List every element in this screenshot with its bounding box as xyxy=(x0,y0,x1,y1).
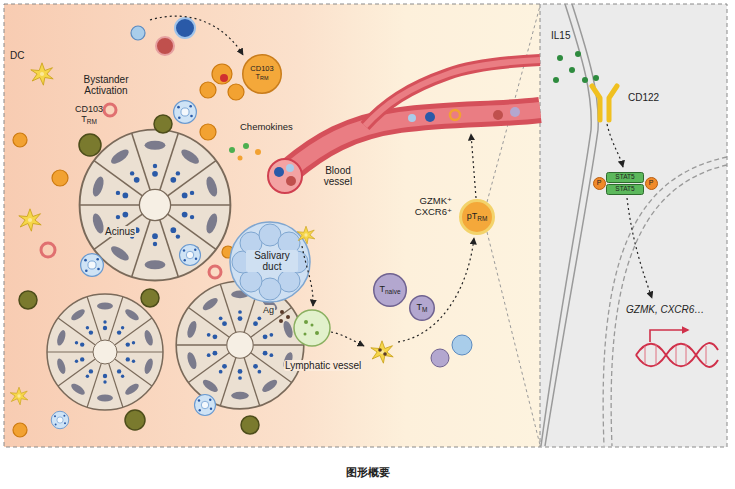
node-outline xyxy=(410,296,435,321)
node-text: pTRM xyxy=(467,212,488,222)
cell-label: DC xyxy=(10,50,24,61)
receptor-label: CD122 xyxy=(628,92,659,103)
node-text: P xyxy=(649,179,654,187)
node-outline xyxy=(593,177,605,189)
cytokine-label: IL15 xyxy=(551,30,570,41)
node-outline xyxy=(461,201,494,234)
node-text: Tnaive xyxy=(380,285,401,295)
structure-label: Lymphatic vessel xyxy=(284,360,362,371)
gene-label: GZMK, CXCR6… xyxy=(626,304,704,315)
node-outline xyxy=(243,55,282,94)
subscript: M xyxy=(422,306,427,313)
process-label: Bystander Activation xyxy=(75,74,137,96)
subscript: RM xyxy=(477,215,487,222)
node-text: STAT5 xyxy=(615,173,634,180)
ptrm-cell: pTRM xyxy=(459,199,495,235)
subscript: RM xyxy=(260,76,268,82)
stat5-box: STAT5 xyxy=(606,172,644,183)
structure-label: Blood vessel xyxy=(318,165,358,187)
node-text: TM xyxy=(417,303,428,313)
structure-label: Acinus xyxy=(104,226,136,237)
memory-t-cell: TM xyxy=(409,295,435,321)
node-outline xyxy=(374,274,407,307)
node-text: STAT5 xyxy=(615,185,634,192)
marker-label: GZMK⁺ CXCR6⁺ xyxy=(398,196,452,217)
cell-circle xyxy=(242,54,282,94)
signal-label: Chemokines xyxy=(240,122,293,133)
phospho-mark: P xyxy=(593,177,606,190)
node-text: CD103 TRM xyxy=(247,65,277,83)
node-text: P xyxy=(597,179,602,187)
cell-label: CD103 TRM xyxy=(70,104,108,125)
antigen-label: Ag xyxy=(262,305,275,315)
node-outline xyxy=(607,184,644,194)
phospho-mark: P xyxy=(645,177,658,190)
node-outline xyxy=(607,172,644,182)
subscript: naive xyxy=(385,288,400,295)
figure-caption: 图形概要 xyxy=(0,466,735,478)
stat5-box: STAT5 xyxy=(606,184,644,195)
structure-label: Salivary duct xyxy=(246,250,298,272)
naive-t-cell: Tnaive xyxy=(373,273,407,307)
trm-cell: CD103 TRM xyxy=(242,54,282,94)
node-outline xyxy=(645,177,657,189)
subscript: RM xyxy=(87,118,97,125)
